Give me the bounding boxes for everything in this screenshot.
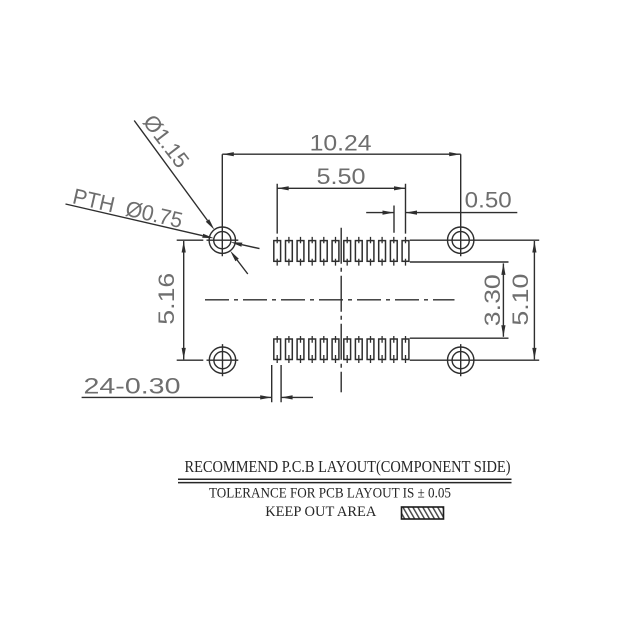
svg-text:KEEP OUT AREA: KEEP OUT AREA [265, 504, 377, 520]
svg-text:5.50: 5.50 [317, 164, 366, 189]
svg-text:0.50: 0.50 [465, 188, 512, 213]
svg-text:24-0.30: 24-0.30 [84, 373, 181, 398]
svg-text:RECOMMEND P.C.B LAYOUT(COMPONE: RECOMMEND P.C.B LAYOUT(COMPONENT SIDE) [185, 457, 511, 476]
svg-text:5.16: 5.16 [154, 273, 179, 325]
svg-text:TOLERANCE FOR PCB LAYOUT IS ±: TOLERANCE FOR PCB LAYOUT IS ± 0.05 [209, 486, 451, 502]
svg-text:5.10: 5.10 [508, 274, 533, 326]
svg-text:PTH Ø0.75: PTH Ø0.75 [70, 184, 185, 234]
svg-text:10.24: 10.24 [310, 130, 372, 155]
svg-text:3.30: 3.30 [480, 274, 505, 326]
